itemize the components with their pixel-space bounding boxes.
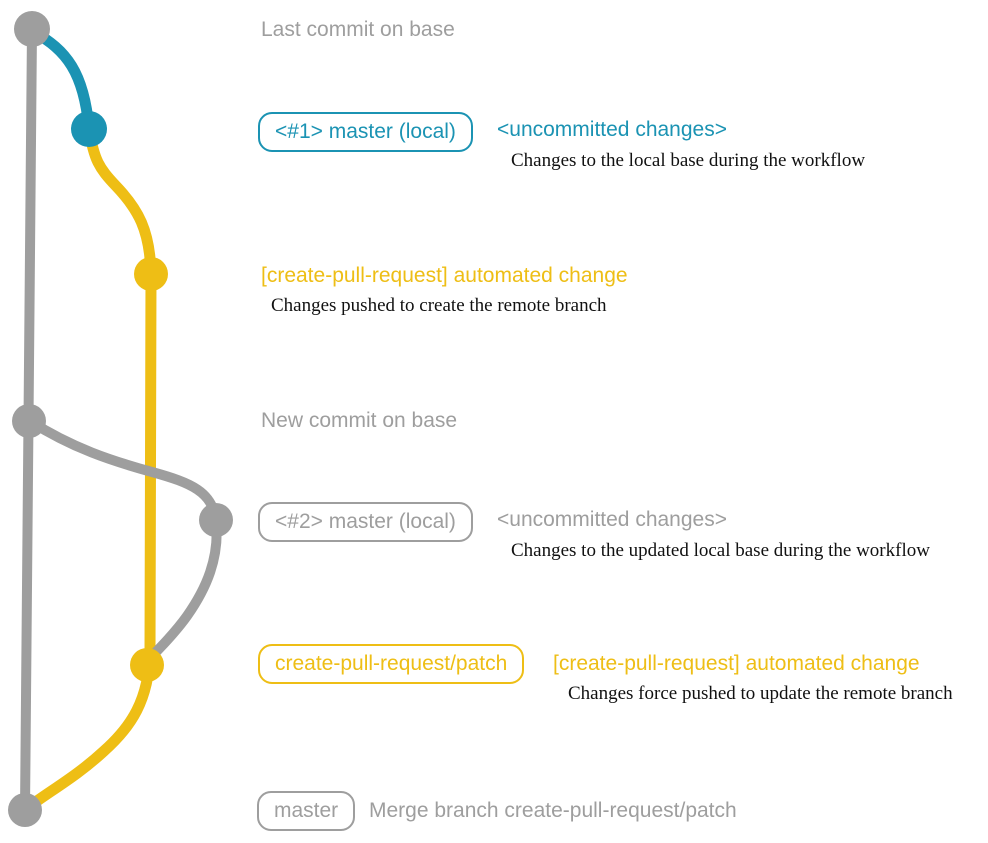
branch-badge-master-local-2: <#2> master (local) [258,502,473,542]
branch-badge-master-local-1: <#1> master (local) [258,112,473,152]
new-commit-label: New commit on base [261,409,458,432]
last-commit-label: Last commit on base [261,18,455,41]
commit-node-automated1 [134,257,168,291]
commit-node-uncommitted1 [71,111,107,147]
merge-commit-label: Merge branch create-pull-request/patch [369,799,737,822]
automated-change-heading-1: [create-pull-request] automated change [261,264,628,287]
uncommitted-changes-heading-1: <uncommitted changes> [497,118,727,141]
branch-badge-patch: create-pull-request/patch [258,644,525,684]
automated-change-heading-2: [create-pull-request] automated change [553,652,920,675]
uncommitted-changes-note-2: Changes to the updated local base during… [511,540,930,561]
uncommitted-changes-heading-2: <uncommitted changes> [497,508,727,531]
commit-node-merge [8,793,42,827]
uncommitted-changes-note-1: Changes to the local base during the wor… [511,150,866,171]
commit-node-automated2 [130,648,164,682]
automated-change-note-1: Changes pushed to create the remote bran… [271,295,607,316]
branch-badge-master: master [257,791,356,831]
rebase-branch-line-gray [25,416,222,665]
commit-node-uncommitted2 [199,503,233,537]
commit-node-last-base [14,11,50,47]
automated-change-note-2: Changes force pushed to update the remot… [568,683,953,704]
commit-node-new-base [12,404,46,438]
